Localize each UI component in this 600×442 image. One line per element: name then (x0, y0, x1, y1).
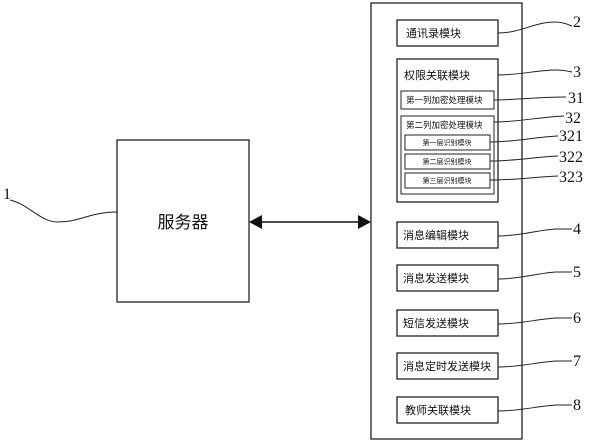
layer-1-ref-number: 321 (559, 128, 583, 145)
teacher-link-module: 教师关联模块 (396, 396, 499, 424)
layer-3-leader-line (489, 175, 559, 181)
server-leader-line (9, 199, 118, 223)
permission-leader-line (497, 69, 573, 76)
layer-2-label: 第二层识别模块 (423, 157, 472, 166)
message-timed-module: 消息定时发送模块 (396, 352, 499, 380)
encrypt-second-leader-line (493, 115, 565, 123)
contacts-module: 通讯录模块 (396, 19, 499, 47)
contacts-leader-line (497, 21, 573, 34)
encrypt-first-ref-number: 31 (568, 90, 584, 107)
sms-send-module-box (396, 309, 499, 337)
sms-send-module: 短信发送模块 (396, 309, 499, 337)
message-timed-ref-number: 7 (573, 353, 581, 370)
sms-send-leader-line (497, 317, 572, 325)
layer-3-label: 第三层识别模块 (423, 176, 472, 185)
sms-send-ref-number: 6 (573, 310, 581, 327)
arrow-head-left (249, 215, 262, 229)
message-edit-ref-number: 4 (573, 221, 581, 238)
layer-3-ref-number: 323 (559, 169, 583, 186)
sms-send-module-label: 短信发送模块 (403, 316, 469, 330)
permission-module-label: 权限关联模块 (404, 68, 470, 82)
server-node: 服务器 (116, 139, 250, 303)
message-edit-module-box (396, 221, 499, 249)
arrow-head-right (358, 215, 371, 229)
message-send-module: 消息发送模块 (396, 264, 499, 292)
message-timed-leader-line (497, 360, 572, 368)
contacts-module-box (396, 19, 499, 47)
server-ref-number: 1 (3, 186, 11, 203)
message-edit-leader-line (497, 228, 572, 237)
message-timed-module-box (396, 352, 499, 380)
encrypt-second-ref-number: 32 (565, 110, 581, 127)
permission-module: 权限关联模块 第一列加密处理模块 第二列加密处理模块 第一层识别模块 第二层识别… (396, 58, 499, 203)
layer-2-ref-number: 322 (559, 149, 583, 166)
server-box (116, 139, 250, 303)
encrypt-second-label: 第二列加密处理模块 (406, 120, 483, 131)
server-label: 服务器 (158, 213, 209, 233)
message-send-ref-number: 5 (573, 264, 581, 281)
layer-1-leader-line (489, 135, 559, 143)
message-send-module-label: 消息发送模块 (403, 271, 469, 285)
message-timed-module-label: 消息定时发送模块 (403, 359, 491, 373)
teacher-link-leader-line (497, 404, 572, 412)
message-edit-module-label: 消息编辑模块 (403, 228, 469, 242)
teacher-link-module-label: 教师关联模块 (405, 403, 471, 417)
teacher-link-ref-number: 8 (573, 397, 581, 414)
contacts-module-label: 通讯录模块 (406, 27, 461, 40)
permission-ref-number: 3 (573, 64, 581, 81)
message-send-leader-line (497, 271, 572, 280)
layer-2-leader-line (489, 155, 559, 162)
bidirectional-arrow (249, 215, 371, 229)
encrypt-first-leader-line (493, 96, 567, 101)
message-send-module-box (396, 264, 499, 292)
layer-1-label: 第一层识别模块 (423, 138, 472, 147)
teacher-link-module-box (396, 396, 499, 424)
encrypt-first-label: 第一列加密处理模块 (406, 95, 483, 106)
contacts-ref-number: 2 (573, 14, 581, 31)
message-edit-module: 消息编辑模块 (396, 221, 499, 249)
